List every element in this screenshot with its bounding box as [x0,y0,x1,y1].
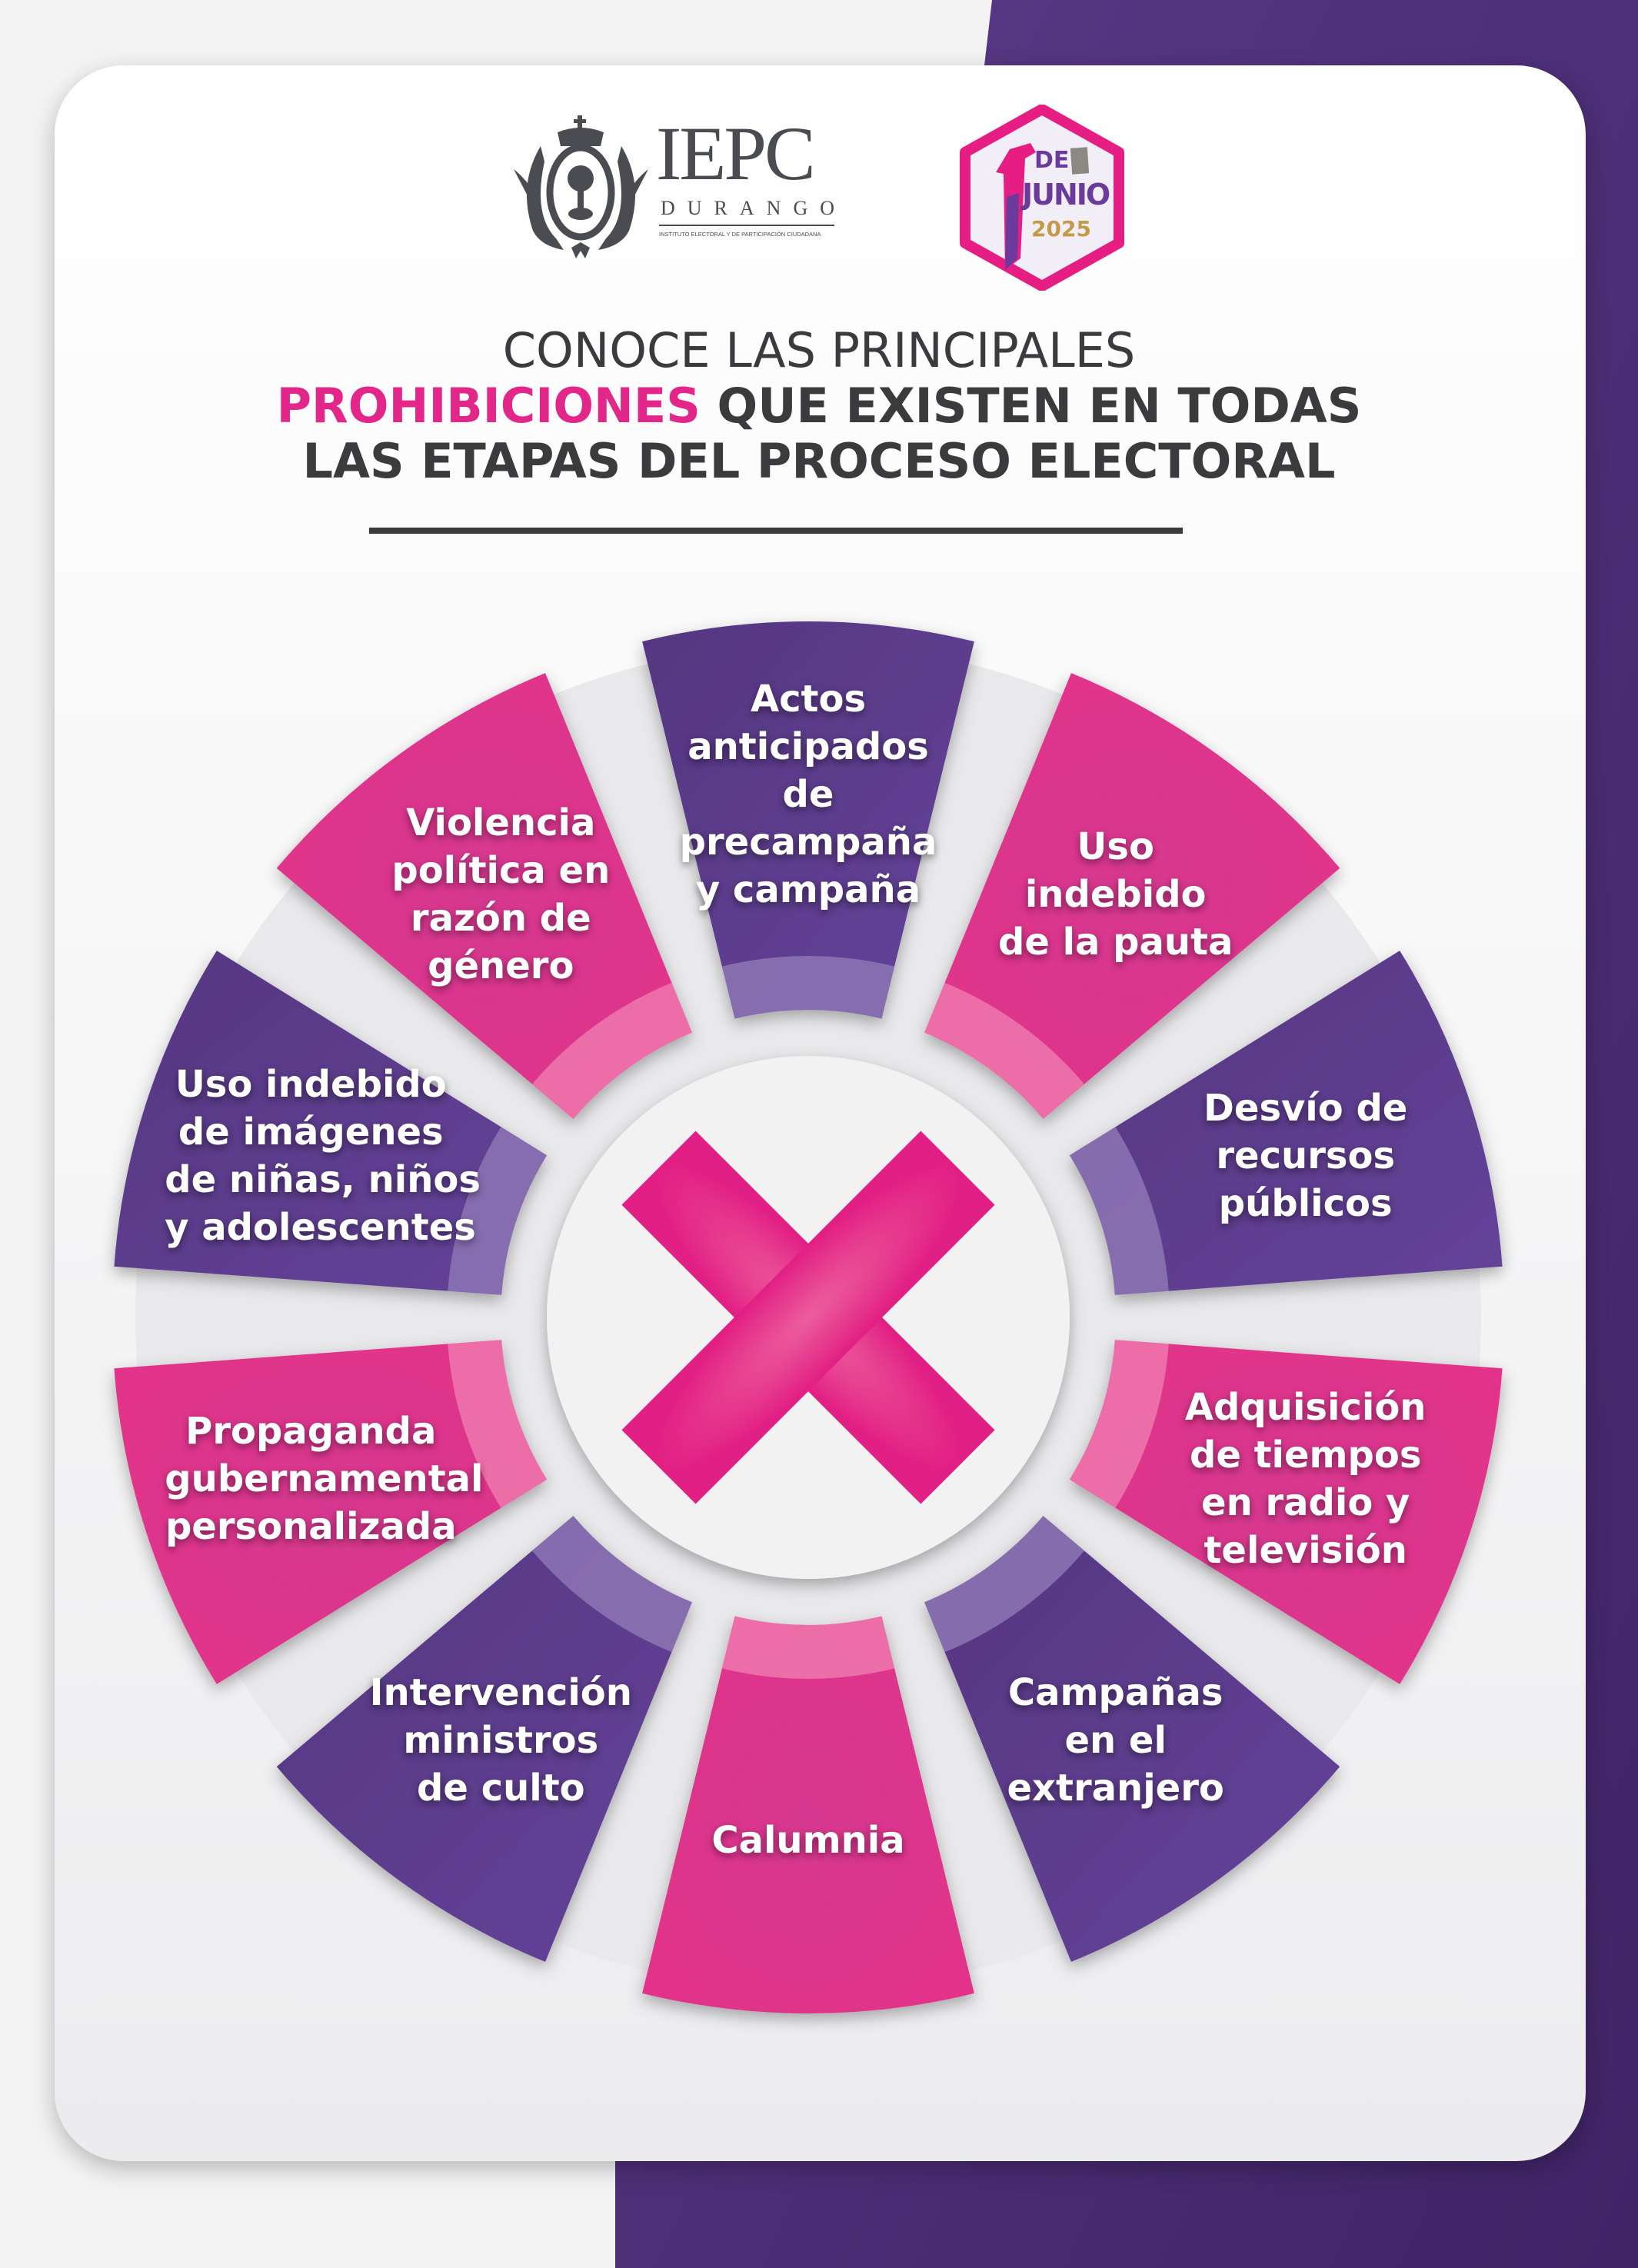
iepc-subtitle: DURANGO [661,197,847,219]
segment-inner-band [532,1516,692,1653]
segment-label-line: Intervención [369,1671,632,1715]
title-line-2: PROHIBICIONES QUE EXISTEN EN TODAS [0,378,1638,434]
segment-label-line: razón de [410,896,591,940]
segment-label-line: recursos [1216,1134,1396,1177]
hexagon-badge-icon [960,105,1124,291]
segment-label-line: anticipados [687,725,929,768]
x-mark-icon [621,1131,995,1504]
segment-shape [924,673,1340,1119]
segment-label-line: Violencia [406,801,596,844]
wheel-segment [642,621,974,1019]
segment-shape [114,951,548,1295]
title-underline [369,528,1183,534]
segment-shape [276,1516,692,1962]
wheel-segment [924,1516,1340,1962]
segment-label-line: públicos [1218,1181,1393,1225]
segment-label-line: Campañas [1007,1671,1224,1715]
segment-inner-band [924,982,1084,1119]
segment-label-line: en el [1064,1719,1167,1763]
segment-label-line: de [782,773,834,816]
segment-inner-band [448,1340,548,1508]
title-line-1: CONOCE LAS PRINCIPALES [502,322,1136,378]
iepc-divider [659,225,834,226]
segment-label: Calumnia [662,1817,954,1864]
wheel-segment [276,1516,692,1962]
segment-inner-band [721,955,895,1019]
segment-label-line: Propaganda [185,1410,437,1454]
segment-shape [1069,1340,1503,1684]
segment-shape [276,673,692,1119]
election-year-text: 2025 [1031,216,1091,241]
wheel-segment [924,673,1340,1119]
segment-label-line: Adquisición [1184,1386,1427,1430]
segment-label-line: indebido [1024,872,1207,916]
segment-inner-band [924,1516,1084,1653]
segment-shape [642,621,974,1019]
segment-label-line: de culto [416,1767,585,1810]
segment-label-line: y adolescentes [165,1205,476,1249]
wheel-segment [114,951,548,1295]
segment-label-line: Actos [750,678,867,721]
election-month-text: JUNIO [1022,178,1110,211]
segment-shape [924,1516,1340,1962]
segment-label-line: televisión [1204,1529,1407,1573]
segment-label-line: extranjero [1007,1767,1224,1810]
segment-inner-band [532,982,692,1119]
segment-label-line: Desvío de [1204,1086,1408,1130]
segment-label-line: de la pauta [997,920,1233,964]
segment-inner-band [448,1127,548,1295]
coat-of-arms-icon [514,115,648,258]
segment-label-line: género [428,944,574,987]
segment-label-line: precampaña [679,821,937,864]
segment-label-line: personalizada [165,1505,457,1549]
wheel-segment [1069,951,1503,1295]
iepc-logo: IEPC DURANGO INSTITUTO ELECTORAL Y DE PA… [510,115,848,269]
wheel-segment [276,673,692,1119]
segment-label-line: ministros [403,1719,599,1763]
segment-label-line: de tiempos [1189,1434,1422,1477]
segment-label-line: en radio y [1201,1481,1410,1525]
segment-label-line: política en [391,848,611,892]
segment-label-line: Uso [1077,824,1154,868]
title-line-3: LAS ETAPAS DEL PROCESO ELECTORAL [302,433,1336,489]
election-de-text: DE [1034,147,1070,174]
segment-label-line: de imágenes [178,1110,444,1154]
iepc-wordmark: IEPC [656,111,816,196]
segment-shape [642,1616,974,2013]
segment-inner-band [721,1616,895,1680]
election-date-logo: DE JUNIO 2025 [957,105,1127,291]
segment-label-line: gubernamental [165,1457,484,1501]
title-highlight: PROHIBICIONES [276,378,701,434]
wheel-segment [114,1340,548,1684]
segment-shape [1069,951,1503,1295]
segment-inner-band [1069,1127,1169,1295]
segment-label-line: Uso indebido [175,1062,447,1106]
segment-label-line: y campaña [695,868,921,911]
iepc-tagline: INSTITUTO ELECTORAL Y DE PARTICIPACIÓN C… [659,231,821,238]
segment-inner-band [1069,1340,1169,1508]
segment-label-line: de niñas, niños [165,1157,481,1201]
segment-label-line: Calumnia [711,1819,905,1862]
title-line-2-rest: QUE EXISTEN EN TODAS [700,378,1362,434]
wheel-segment [1069,1340,1503,1684]
wheel-segment [642,1616,974,2013]
segment-shape [114,1340,548,1684]
